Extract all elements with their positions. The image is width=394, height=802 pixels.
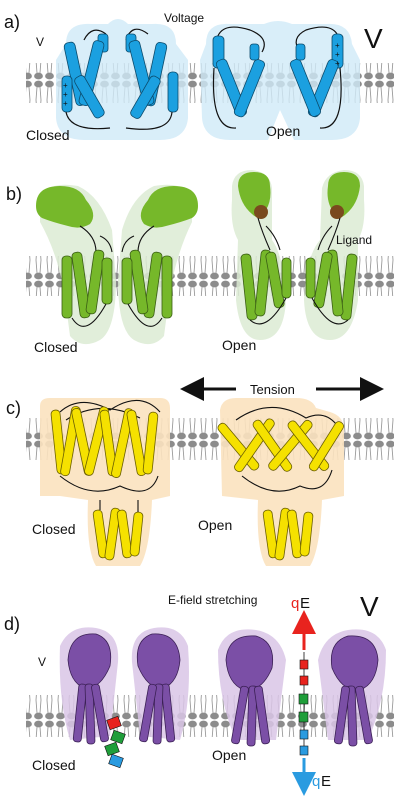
panel-a-right-voltage: V <box>364 23 383 54</box>
panel-d-charge-bottom: q <box>312 773 320 790</box>
panel-d-field-bottom: E <box>321 773 331 790</box>
panel-d-letter: d) <box>4 614 20 634</box>
panel-d-open-label: Open <box>212 747 246 763</box>
panel-b-letter: b) <box>6 184 22 204</box>
svg-text:+: + <box>335 41 340 50</box>
panel-a-open-label: Open <box>266 123 300 139</box>
panel-b: b) Ligand Closed Open <box>6 170 394 355</box>
panel-c: c) Tension Closed Open <box>6 382 394 566</box>
panel-a: +++ + <box>4 11 394 143</box>
panel-a-left-voltage: V <box>36 35 44 49</box>
bound-ligand-right <box>330 205 344 219</box>
svg-text:+: + <box>63 81 68 90</box>
svg-text:+: + <box>335 50 340 59</box>
panel-a-stimulus-label: Voltage <box>164 11 204 25</box>
panel-c-tension-label: Tension <box>250 382 295 397</box>
svg-text:+: + <box>63 90 68 99</box>
panel-b-open-label: Open <box>222 337 256 353</box>
panel-d-right-voltage: V <box>360 591 379 622</box>
svg-text:+: + <box>335 59 340 68</box>
gating-charges-open: +++ <box>335 41 340 68</box>
panel-b-closed-label: Closed <box>34 339 78 355</box>
svg-text:+: + <box>63 99 68 108</box>
stretched-voltage-sensor <box>299 652 308 755</box>
panel-d-closed-label: Closed <box>32 757 76 773</box>
panel-d-charge-top: q <box>291 595 299 612</box>
panel-d-left-voltage: V <box>38 655 46 669</box>
panel-d: d) E-field stretching V V q E q E Closed… <box>4 591 394 790</box>
panel-b-ligand-label: Ligand <box>336 233 372 247</box>
panel-c-open-label: Open <box>198 517 232 533</box>
panel-c-closed-label: Closed <box>32 521 76 537</box>
panel-a-letter: a) <box>4 12 20 32</box>
panel-a-closed-label: Closed <box>26 127 70 143</box>
gating-charges-closed: +++ <box>63 81 68 108</box>
bound-ligand-left <box>254 205 268 219</box>
panel-c-letter: c) <box>6 398 21 418</box>
panel-d-stimulus-label: E-field stretching <box>168 593 257 607</box>
panel-d-field-top: E <box>300 595 310 612</box>
